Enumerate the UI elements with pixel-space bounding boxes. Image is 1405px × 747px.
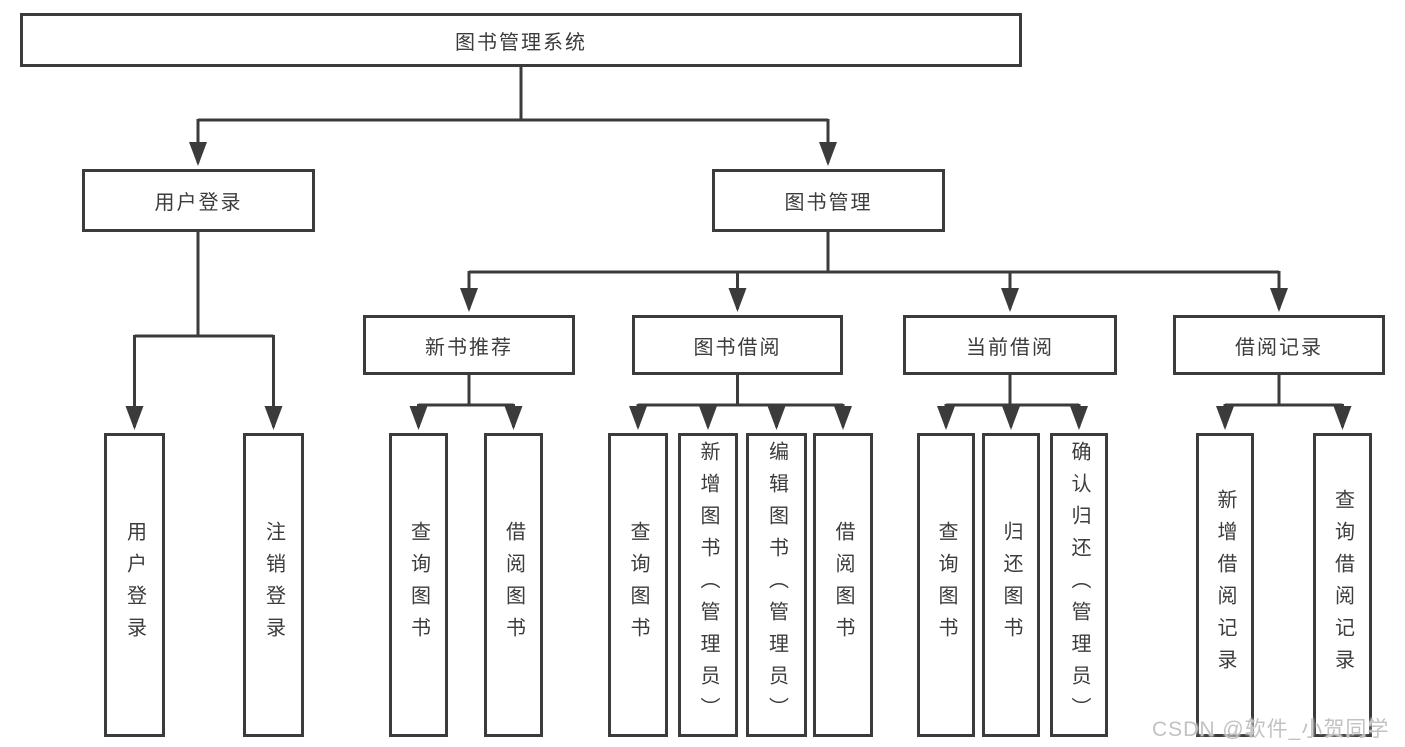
csdn-watermark: CSDN @软件_小贺同学 <box>1152 718 1390 741</box>
leaf-query-books-2-label: 查询图书 <box>627 521 649 649</box>
leaf-borrow-books-1-label: 借阅图书 <box>502 521 525 649</box>
leaf-user-login-label: 用户登录 <box>123 521 146 649</box>
node-borrow-records-label: 借阅记录 <box>1235 336 1323 359</box>
leaf-borrow-books-1: 借阅图书 <box>484 433 543 737</box>
leaf-logout: 注销登录 <box>243 433 304 737</box>
leaf-query-books-2: 查询图书 <box>608 433 668 737</box>
node-user-login: 用户登录 <box>82 169 315 232</box>
leaf-add-borrow-record: 新增借阅记录 <box>1196 433 1254 737</box>
leaf-add-books-admin-label: 新增图书（管理员） <box>697 441 719 729</box>
node-new-book-recommend: 新书推荐 <box>363 315 575 375</box>
node-user-login-label: 用户登录 <box>154 192 243 214</box>
node-book-management-label: 图书管理 <box>784 192 873 214</box>
node-current-borrowing: 当前借阅 <box>903 315 1117 375</box>
leaf-borrow-books-2-label: 借阅图书 <box>832 521 854 649</box>
node-library-system-label: 图书管理系统 <box>455 31 587 54</box>
leaf-query-borrow-record: 查询借阅记录 <box>1313 433 1372 737</box>
leaf-query-books-3-label: 查询图书 <box>935 521 957 649</box>
node-book-borrowing: 图书借阅 <box>632 315 843 375</box>
leaf-add-books-admin: 新增图书（管理员） <box>678 433 738 737</box>
node-library-system: 图书管理系统 <box>20 13 1022 67</box>
leaf-return-books: 归还图书 <box>982 433 1040 737</box>
leaf-query-borrow-record-label: 查询借阅记录 <box>1331 489 1354 681</box>
leaf-logout-label: 注销登录 <box>262 521 285 649</box>
node-current-borrowing-label: 当前借阅 <box>966 336 1054 359</box>
leaf-query-books-3: 查询图书 <box>917 433 975 737</box>
node-new-book-recommend-label: 新书推荐 <box>425 336 513 359</box>
node-borrow-records: 借阅记录 <box>1173 315 1385 375</box>
leaf-return-books-label: 归还图书 <box>1000 521 1022 649</box>
leaf-query-books-1: 查询图书 <box>389 433 448 737</box>
leaf-edit-books-admin: 编辑图书（管理员） <box>746 433 807 737</box>
leaf-query-books-1-label: 查询图书 <box>407 521 430 649</box>
leaf-confirm-return-admin-label: 确认归还（管理员） <box>1068 441 1090 729</box>
leaf-user-login: 用户登录 <box>104 433 165 737</box>
leaf-confirm-return-admin: 确认归还（管理员） <box>1050 433 1108 737</box>
leaf-add-borrow-record-label: 新增借阅记录 <box>1214 489 1236 681</box>
leaf-edit-books-admin-label: 编辑图书（管理员） <box>765 441 788 729</box>
node-book-management: 图书管理 <box>712 169 945 232</box>
leaf-borrow-books-2: 借阅图书 <box>813 433 873 737</box>
node-book-borrowing-label: 图书借阅 <box>693 336 782 359</box>
